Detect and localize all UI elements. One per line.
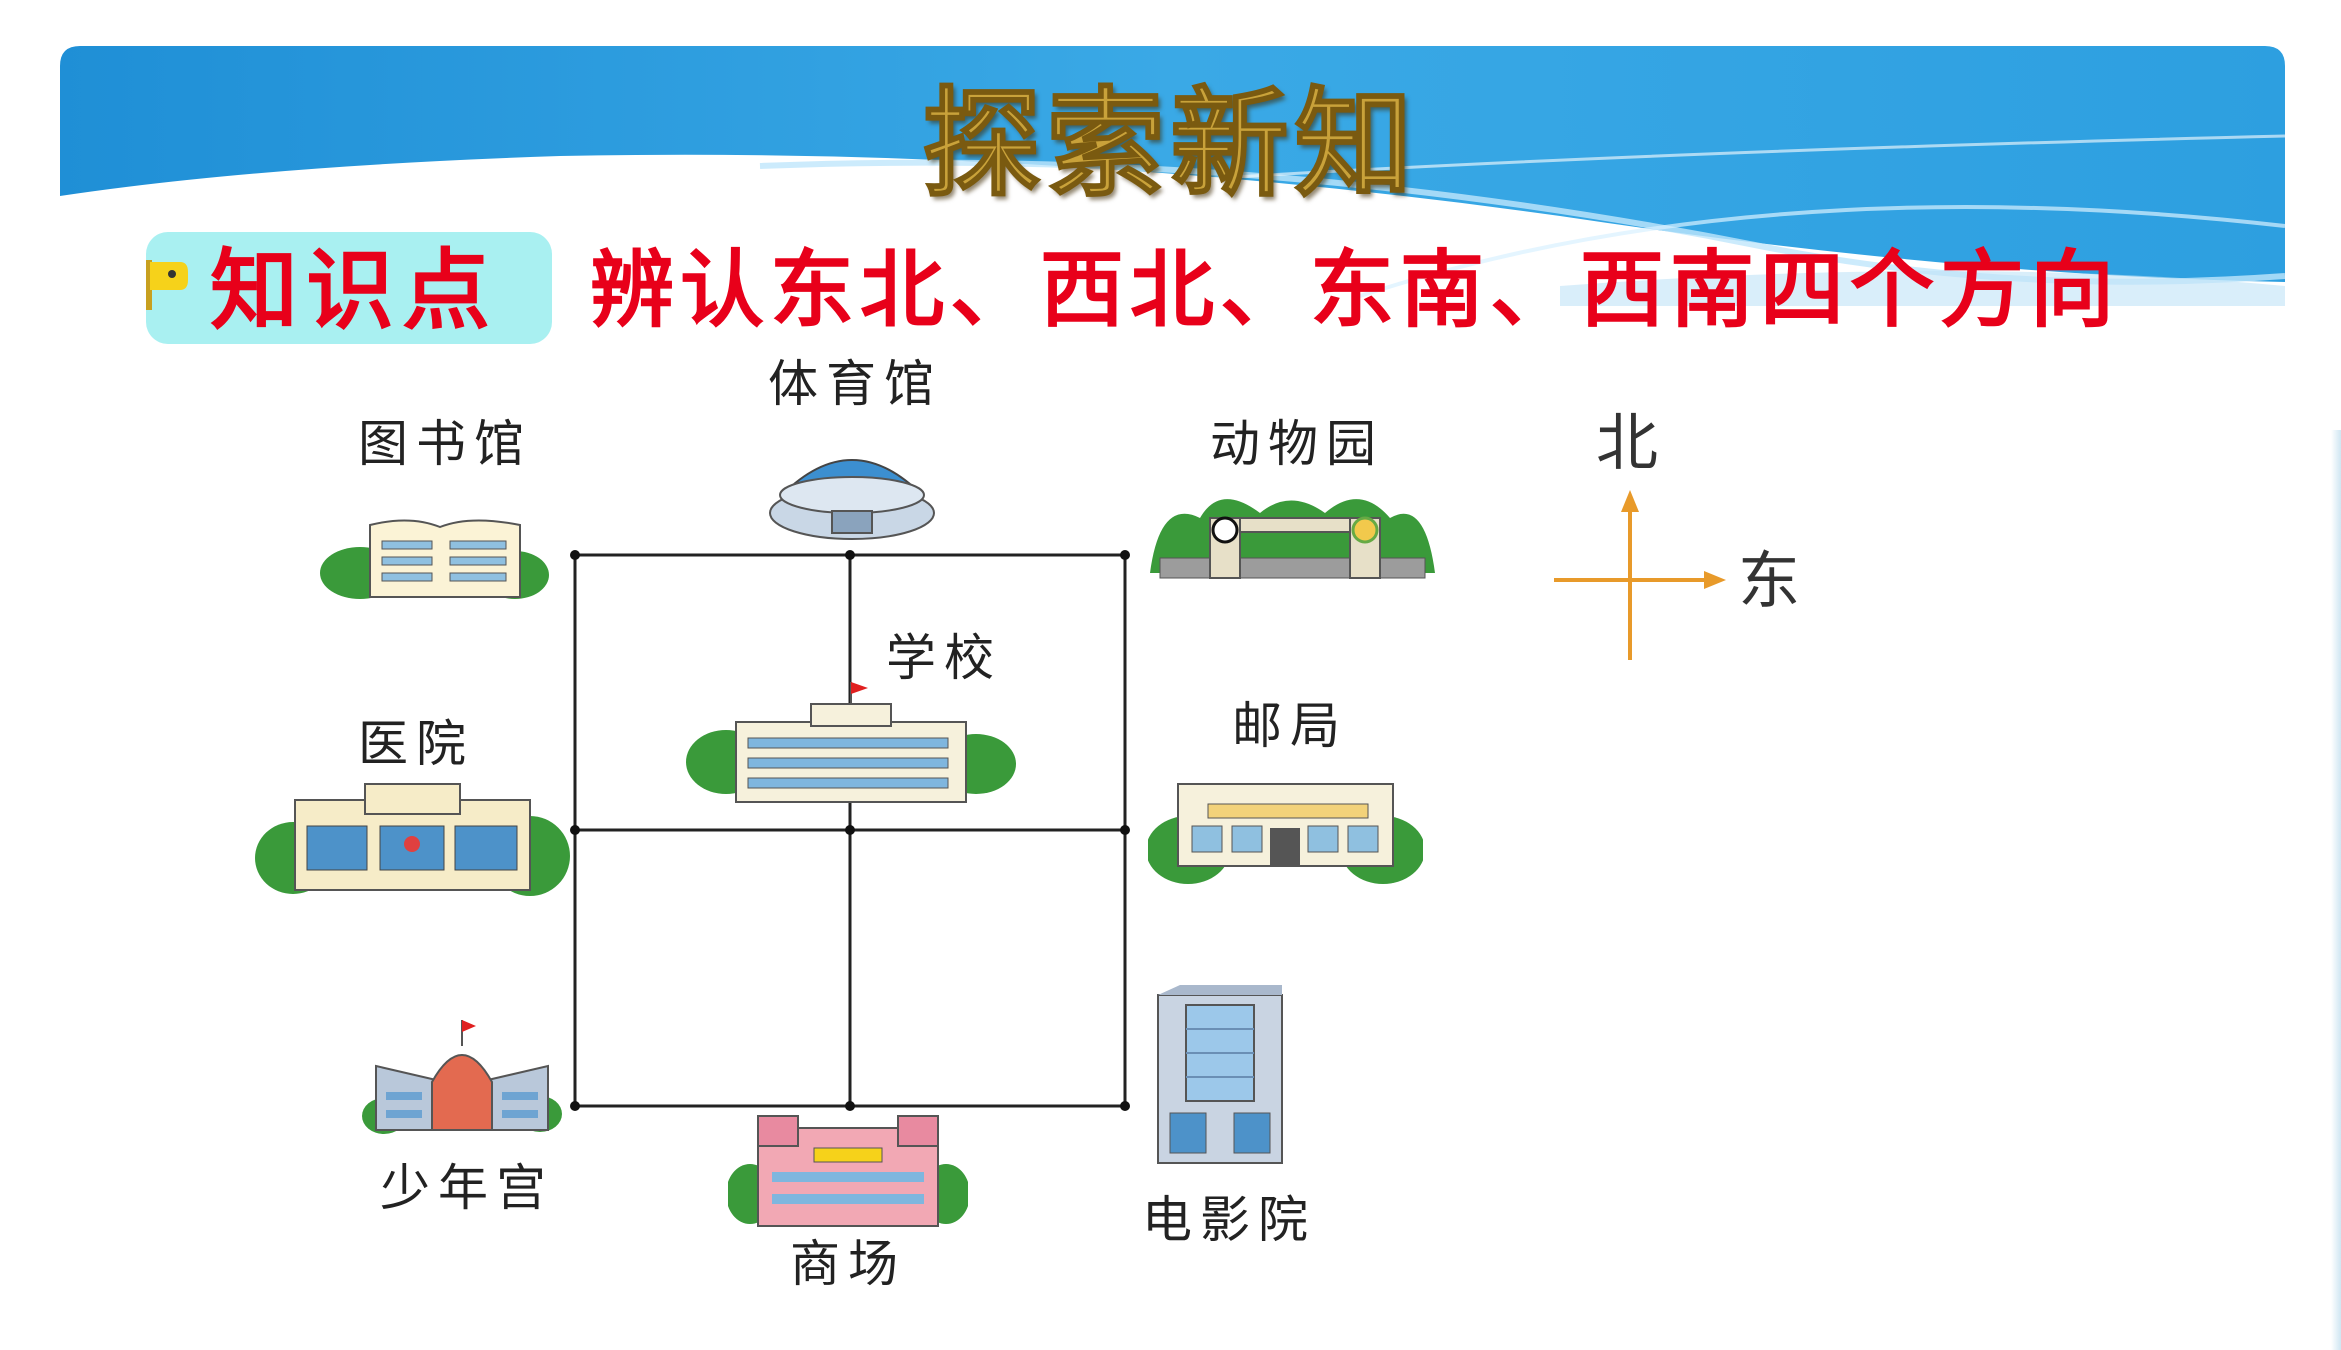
compass-north-label: 北	[1596, 406, 1659, 479]
knowledge-point-box	[146, 232, 552, 344]
place-label-hospital: 医院	[358, 715, 474, 773]
cinema-building	[1157, 985, 1283, 1164]
post-office-building	[1148, 783, 1423, 884]
side-strip	[2331, 430, 2341, 1350]
place-label-zoo: 动物园	[1210, 415, 1384, 473]
header-banner	[60, 46, 2285, 306]
direction-grid	[570, 550, 1130, 1111]
compass-arrows	[1554, 490, 1726, 660]
gym-building	[769, 459, 935, 540]
knowledge-point-label: 知识点	[210, 238, 499, 342]
place-label-post-office: 邮局	[1232, 697, 1348, 755]
flag-icon	[146, 260, 188, 310]
knowledge-point-text: 辨认东北、西北、东南、西南四个方向	[590, 240, 2121, 339]
place-label-mall: 商场	[790, 1235, 906, 1293]
school-building	[686, 682, 1016, 803]
place-label-school: 学校	[886, 629, 1002, 687]
page-title: 探索新知	[921, 74, 1419, 214]
library-building	[320, 519, 549, 599]
compass-east-label: 东	[1738, 544, 1801, 617]
hospital-building	[255, 783, 570, 896]
zoo-gate	[1150, 499, 1435, 579]
place-label-gym: 体育馆	[768, 355, 942, 413]
place-label-library: 图书馆	[358, 415, 532, 473]
place-label-youth-palace: 少年宫	[380, 1159, 554, 1217]
east-arrow-head	[1704, 571, 1726, 589]
mall-building	[728, 1115, 968, 1227]
place-label-cinema: 电影院	[1142, 1191, 1316, 1249]
north-arrow-head	[1621, 490, 1639, 512]
youth-palace-building	[362, 1020, 562, 1134]
